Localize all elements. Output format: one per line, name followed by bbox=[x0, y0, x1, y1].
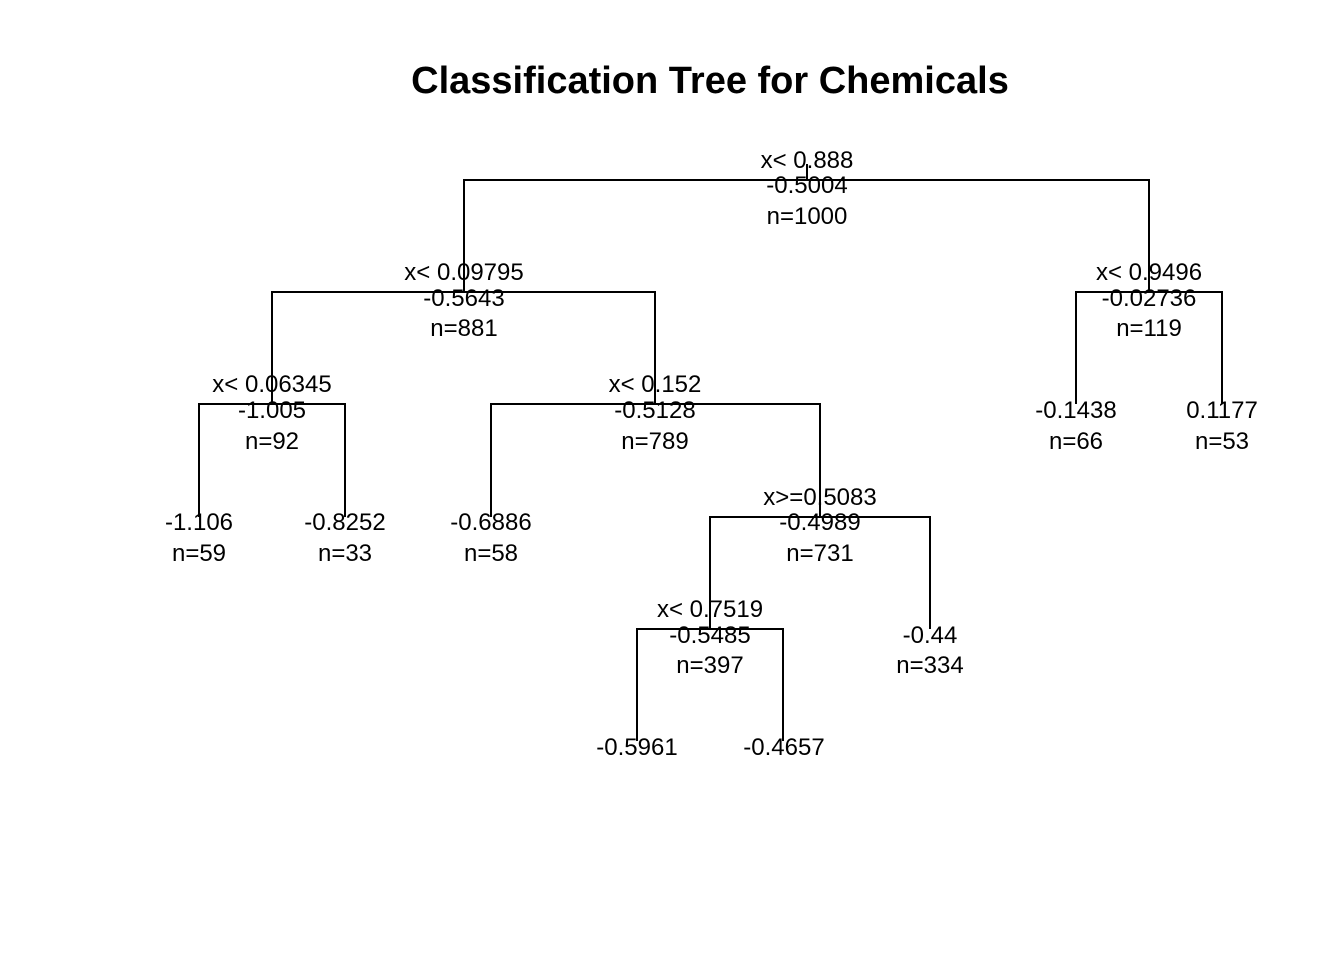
node-lr: x< 0.152 -0.5128 n=789 bbox=[609, 371, 702, 455]
leaf-rl: -0.1438 n=66 bbox=[1035, 397, 1116, 455]
leaf-value-label: -0.5961 bbox=[596, 734, 677, 761]
node-right: x< 0.9496 -0.02736 n=119 bbox=[1096, 259, 1202, 342]
edge-node-lrr bbox=[709, 516, 931, 629]
leaf-lrrr: -0.44 n=334 bbox=[896, 622, 963, 679]
leaf-rr: 0.1177 n=53 bbox=[1186, 397, 1258, 455]
edge-left-node bbox=[271, 291, 656, 404]
node-count-label: n=789 bbox=[621, 428, 688, 455]
edge-node-ll bbox=[198, 403, 346, 517]
node-value-label: -0.5128 bbox=[614, 397, 695, 424]
edge-root bbox=[463, 164, 1150, 292]
node-count-label: n=1000 bbox=[767, 203, 848, 230]
node-count-label: n=881 bbox=[430, 315, 497, 342]
node-split-label: x< 0.152 bbox=[609, 371, 702, 398]
tree-edges bbox=[198, 164, 1223, 741]
node-count-label: n=731 bbox=[786, 540, 853, 567]
leaf-count-label: n=66 bbox=[1049, 428, 1103, 455]
leaf-value-label: -0.4657 bbox=[743, 734, 824, 761]
leaf-lrrll: -0.5961 bbox=[596, 734, 677, 761]
leaf-count-label: n=53 bbox=[1195, 428, 1249, 455]
node-split-label: x< 0.09795 bbox=[404, 259, 523, 286]
node-value-label: -0.5004 bbox=[766, 172, 847, 199]
node-split-label: x< 0.9496 bbox=[1096, 259, 1202, 286]
leaf-value-label: -0.44 bbox=[903, 622, 958, 649]
node-count-label: n=119 bbox=[1116, 315, 1182, 342]
leaf-llr: -0.8252 n=33 bbox=[304, 509, 385, 567]
leaf-count-label: n=334 bbox=[896, 652, 963, 679]
leaf-value-label: -1.106 bbox=[165, 509, 233, 536]
node-ll: x< 0.06345 -1.005 n=92 bbox=[212, 371, 331, 455]
leaf-lrl: -0.6886 n=58 bbox=[450, 509, 531, 567]
node-split-label: x< 0.7519 bbox=[657, 596, 763, 623]
chart-title: Classification Tree for Chemicals bbox=[411, 60, 1009, 102]
node-value-label: -0.02736 bbox=[1102, 285, 1197, 312]
node-lrrl: x< 0.7519 -0.5485 n=397 bbox=[657, 596, 763, 679]
leaf-count-label: n=59 bbox=[172, 540, 226, 567]
leaf-value-label: -0.1438 bbox=[1035, 397, 1116, 424]
node-split-label: x< 0.06345 bbox=[212, 371, 331, 398]
leaf-lrrlr: -0.4657 bbox=[743, 734, 824, 761]
node-value-label: -0.4989 bbox=[779, 509, 860, 536]
node-count-label: n=92 bbox=[245, 428, 299, 455]
node-left: x< 0.09795 -0.5643 n=881 bbox=[404, 259, 523, 342]
edge-node-lrrl bbox=[636, 628, 784, 741]
node-split-label: x< 0.888 bbox=[761, 147, 854, 174]
leaf-count-label: n=58 bbox=[464, 540, 518, 567]
node-split-label: x>=0.5083 bbox=[763, 484, 876, 511]
node-root: x< 0.888 -0.5004 n=1000 bbox=[761, 147, 854, 230]
leaf-value-label: -0.8252 bbox=[304, 509, 385, 536]
node-lrr: x>=0.5083 -0.4989 n=731 bbox=[763, 484, 876, 567]
leaf-value-label: 0.1177 bbox=[1186, 397, 1258, 424]
node-value-label: -0.5485 bbox=[669, 622, 750, 649]
leaf-value-label: -0.6886 bbox=[450, 509, 531, 536]
node-count-label: n=397 bbox=[676, 652, 743, 679]
node-value-label: -0.5643 bbox=[423, 285, 504, 312]
node-value-label: -1.005 bbox=[238, 397, 306, 424]
edge-node-lr bbox=[490, 403, 821, 517]
leaf-lll: -1.106 n=59 bbox=[165, 509, 233, 567]
edge-right-node bbox=[1075, 291, 1223, 404]
leaf-count-label: n=33 bbox=[318, 540, 372, 567]
